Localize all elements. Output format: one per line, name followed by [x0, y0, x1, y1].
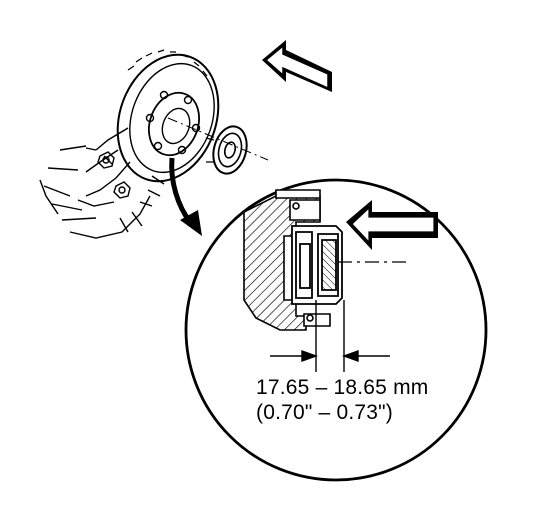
flywheel-assembly: [39, 49, 220, 239]
detail-view-circle: [184, 178, 488, 482]
pilot-bearing-part: [167, 117, 269, 175]
depth-dimension-lines: [270, 300, 390, 372]
crankshaft-cross-section: [243, 189, 331, 331]
detail-callout-arrow: [169, 157, 202, 236]
depth-measurement-metric: 17.65 – 18.65 mm: [256, 376, 429, 399]
install-direction-arrow-top: [262, 40, 332, 92]
depth-measurement-imperial: (0.70" – 0.73"): [256, 401, 393, 424]
install-direction-arrow-detail: [346, 200, 438, 250]
bearing-cross-section: [291, 225, 410, 305]
